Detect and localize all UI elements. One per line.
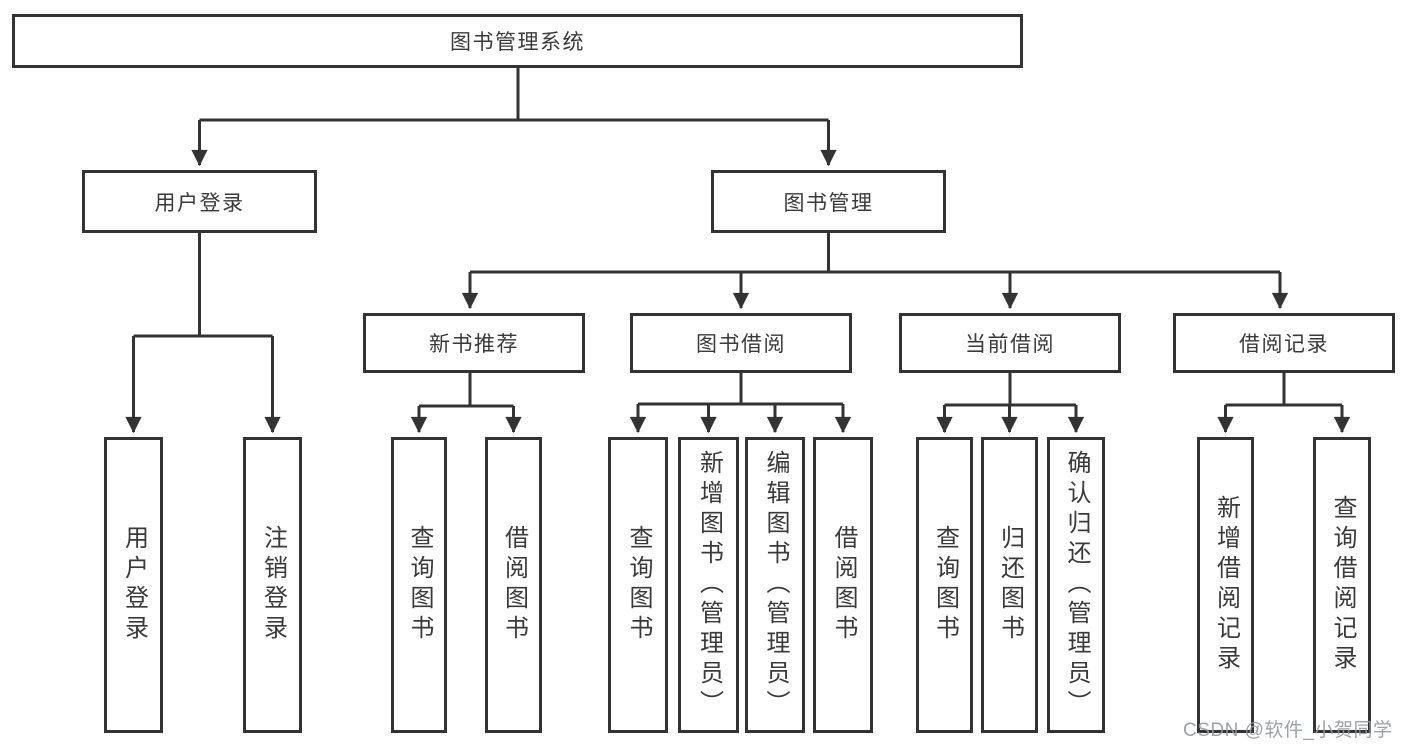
node-current-borrow: 当前借阅 (899, 313, 1121, 373)
node-label: 借阅图书 (500, 525, 528, 645)
node-cb-query-book: 查询图书 (916, 437, 973, 733)
node-cb-confirm-return-admin: 确认归还（管理员） (1047, 437, 1105, 733)
watermark-text: CSDN @软件_小贺同学 (1183, 720, 1393, 741)
node-bb-edit-book-admin: 编辑图书（管理员） (745, 437, 805, 733)
connector-arrows (125, 120, 1351, 434)
node-user-login-leaf: 用户登录 (104, 437, 163, 733)
node-label: 查询图书 (406, 525, 433, 645)
node-label: 查询借阅记录 (1329, 495, 1356, 675)
node-book-management: 图书管理 (711, 170, 946, 233)
node-label: 查询图书 (931, 525, 959, 645)
node-br-add-record: 新增借阅记录 (1197, 437, 1254, 733)
node-borrow-records: 借阅记录 (1173, 313, 1395, 373)
node-bb-borrow-book: 借阅图书 (813, 437, 873, 733)
node-bb-add-book-admin: 新增图书（管理员） (678, 437, 739, 733)
node-label: 新增图书（管理员） (695, 450, 723, 720)
node-label: 查询图书 (625, 525, 652, 645)
node-logout-leaf: 注销登录 (243, 437, 302, 733)
node-label: 确认归还（管理员） (1063, 450, 1090, 720)
node-nbr-query-book: 查询图书 (391, 437, 447, 733)
node-cb-return-book: 归还图书 (981, 437, 1038, 733)
node-label: 注销登录 (259, 525, 287, 645)
node-book-borrow: 图书借阅 (630, 313, 852, 373)
node-nbr-borrow-book: 借阅图书 (485, 437, 542, 733)
node-label: 借阅图书 (830, 525, 857, 645)
node-label: 新增借阅记录 (1212, 495, 1240, 675)
node-library-system: 图书管理系统 (12, 14, 1023, 68)
node-label: 归还图书 (996, 525, 1024, 645)
node-br-query-record: 查询借阅记录 (1313, 437, 1371, 733)
node-new-book-recommend: 新书推荐 (363, 313, 585, 373)
node-label: 编辑图书（管理员） (762, 450, 789, 720)
node-bb-query-book: 查询图书 (608, 437, 668, 733)
node-user-login: 用户登录 (82, 170, 317, 233)
node-label: 用户登录 (120, 525, 148, 645)
